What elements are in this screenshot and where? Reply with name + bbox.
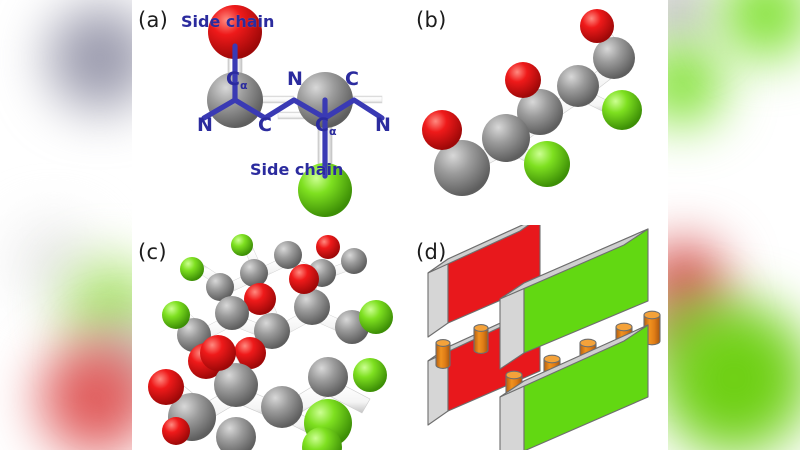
atom-oxygen-sidechain [208, 5, 262, 59]
atom-green-sidechain [602, 90, 642, 130]
slab-top-face [499, 324, 649, 398]
atom-oxygen [422, 110, 462, 150]
bleed-blob [668, 44, 722, 124]
panel-b-strand [422, 9, 642, 196]
sidechain-label-top: Side chain [181, 12, 275, 31]
atom-carbon [206, 273, 234, 301]
panel-d-letter: (d) [416, 240, 447, 264]
atom-label-N: N [375, 114, 391, 136]
slab-top-face [427, 225, 530, 274]
atom-label-N: N [197, 114, 213, 136]
atom-carbon [261, 386, 303, 428]
bleed-blob [40, 342, 132, 450]
atom-carbon [216, 417, 256, 450]
atom-label-N: N [287, 68, 303, 90]
bleed-blob [14, 222, 94, 302]
slab-green-lower [499, 324, 649, 450]
bleed-blob [48, 6, 132, 110]
panel-c: (c) [132, 225, 400, 450]
atom-oxygen [244, 283, 276, 315]
atom-carbon [517, 89, 563, 135]
cylinder-cap [543, 354, 561, 364]
atom-carbon [215, 296, 249, 330]
panel-d: (d) [400, 225, 668, 450]
panel-c-letter: (c) [138, 240, 167, 264]
atom-oxygen [505, 62, 541, 98]
bleed-blob [668, 0, 710, 44]
atom-carbon [434, 140, 490, 196]
atom-oxygen [289, 264, 319, 294]
atom-carbon [274, 241, 302, 269]
atom-label-C: C [345, 68, 359, 90]
cylinder-cap [505, 370, 523, 380]
slab-top-face [499, 228, 649, 300]
atom-oxygen [162, 417, 190, 445]
slab-red-upper [427, 225, 541, 338]
atom-green-sidechain [302, 427, 342, 450]
cylinder-cap [579, 338, 597, 348]
bleed-blob [668, 242, 724, 322]
panel-b-letter: (b) [416, 8, 447, 32]
panel-a-letter: (a) [138, 8, 169, 32]
cylinder-group-left [435, 324, 489, 369]
atom-oxygen [200, 335, 236, 371]
atom-carbon [308, 357, 348, 397]
orange-cylinder [473, 327, 489, 354]
atom-carbon [482, 114, 530, 162]
atom-green-sidechain [359, 300, 393, 334]
slab-green-upper [499, 228, 649, 370]
bleed-blob [90, 326, 132, 398]
cylinder-cap [643, 310, 661, 320]
panel-a-molecule: N Cα C N Cα C N [197, 5, 391, 217]
atom-carbon [593, 37, 635, 79]
bleed-blob [66, 262, 132, 354]
panel-d-zipper [427, 225, 661, 450]
orange-cylinder [435, 342, 451, 369]
atom-label-Calpha: Cα [226, 68, 248, 92]
atom-label-C: C [258, 114, 272, 136]
atom-oxygen [580, 9, 614, 43]
atom-green-sidechain [298, 163, 352, 217]
slab-assembly [427, 225, 661, 450]
figure-canvas: (a) [132, 0, 668, 450]
atom-green-sidechain [180, 257, 204, 281]
bleed-blob [668, 302, 800, 450]
cylinder-cap [435, 339, 451, 347]
atom-oxygen [148, 369, 184, 405]
sidechain-label-bottom: Side chain [250, 160, 344, 179]
atom-carbon [294, 289, 330, 325]
bleed-blob [722, 0, 800, 58]
atom-green-sidechain [524, 141, 570, 187]
atom-oxygen [234, 337, 266, 369]
cylinder-cap [615, 322, 633, 332]
atom-carbon [557, 65, 599, 107]
atom-carbon [214, 363, 258, 407]
atom-carbon [341, 248, 367, 274]
panel-b: (b) [400, 0, 668, 225]
panel-c-sheet [148, 234, 393, 450]
atom-green-sidechain [231, 234, 253, 256]
cylinder-cap [473, 324, 489, 332]
left-bleed-region [0, 0, 132, 450]
atom-green-sidechain [353, 358, 387, 392]
bleed-blob [668, 296, 720, 364]
atom-oxygen [316, 235, 340, 259]
panel-a: (a) [132, 0, 400, 225]
right-bleed-region [668, 0, 800, 450]
atom-green-sidechain [162, 301, 190, 329]
atom-carbon [254, 313, 290, 349]
atom-carbon [240, 259, 268, 287]
